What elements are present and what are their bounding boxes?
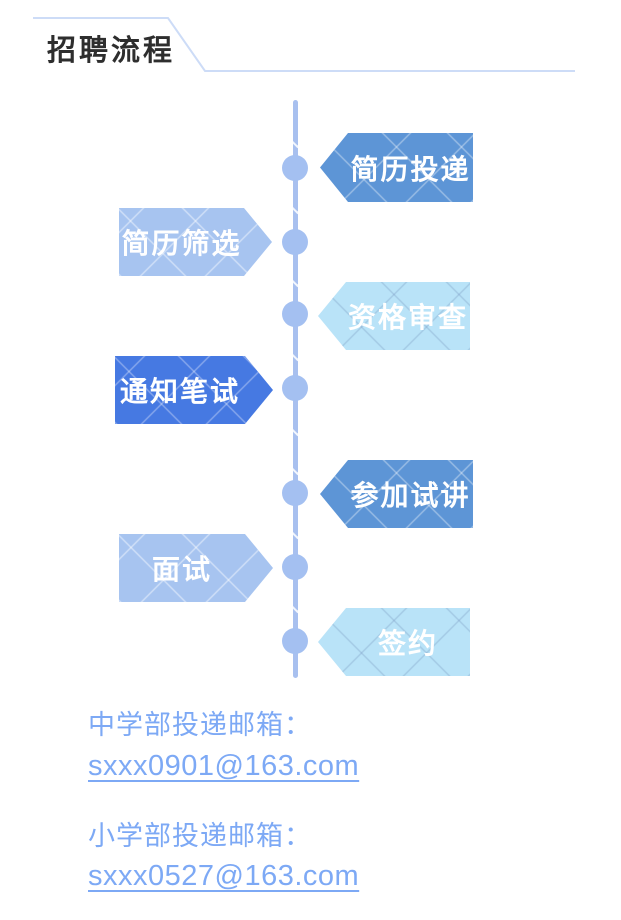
page-title: 招聘流程 xyxy=(47,35,176,67)
flow-step-written-test-notice: 通知笔试 xyxy=(115,356,273,424)
flow-step-qualification-review: 资格审查 xyxy=(318,282,470,350)
flow-step-label: 面试 xyxy=(151,554,212,585)
timeline-chevron-icon xyxy=(289,523,305,540)
flow-step-label: 简历筛选 xyxy=(121,228,242,259)
flow-step-resume-screening: 简历筛选 xyxy=(119,208,272,276)
flow-step-signing: 签约 xyxy=(318,608,470,676)
timeline-chevron-icon xyxy=(289,420,305,437)
timeline-chevron-icon xyxy=(289,345,305,362)
timeline-node xyxy=(282,554,308,580)
contact-label-primary-school: 小学部投递邮箱： xyxy=(88,821,312,851)
flow-step-interview: 面试 xyxy=(119,534,273,602)
timeline-node xyxy=(282,229,308,255)
flow-step-label: 资格审查 xyxy=(347,302,468,333)
flow-step-label: 简历投递 xyxy=(350,153,471,185)
timeline-chevron-icon xyxy=(289,459,305,476)
timeline-chevron-icon xyxy=(289,198,305,215)
timeline-node xyxy=(282,301,308,327)
email-link-middle-school[interactable]: sxxx0901@163.com xyxy=(88,750,360,782)
email-link-primary-school[interactable]: sxxx0527@163.com xyxy=(88,860,360,892)
contact-label-middle-school: 中学部投递邮箱： xyxy=(88,710,312,740)
timeline-chevron-icon xyxy=(289,132,305,149)
timeline-chevron-icon xyxy=(289,271,305,288)
flow-step-resume-submission: 简历投递 xyxy=(320,133,473,202)
timeline-node xyxy=(282,155,308,181)
flow-step-label: 签约 xyxy=(377,628,438,659)
timeline-node xyxy=(282,480,308,506)
timeline-node xyxy=(282,628,308,654)
timeline-chevron-icon xyxy=(289,597,305,614)
flow-step-trial-lecture: 参加试讲 xyxy=(320,460,473,528)
flow-step-label: 参加试讲 xyxy=(350,480,471,511)
timeline-node xyxy=(282,375,308,401)
flow-step-label: 通知笔试 xyxy=(119,376,240,407)
